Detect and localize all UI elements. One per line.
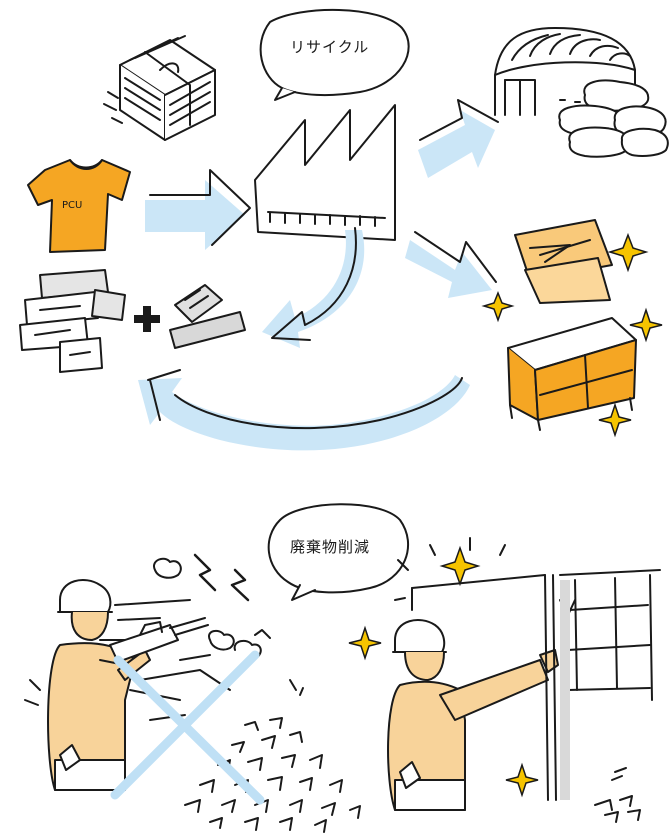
sparkle-icon (439, 545, 481, 587)
tshirt-icon (27, 159, 131, 253)
wall-shadow (560, 580, 570, 800)
sparkle-icon (481, 290, 515, 323)
recycle-speech-bubble (259, 8, 410, 101)
jackhammer-icon (109, 617, 209, 663)
building-wall-frame (411, 569, 661, 801)
sparkle-icon (348, 625, 382, 661)
arrow-to-warehouse (418, 110, 495, 178)
pointing-worker-figure (387, 619, 559, 811)
arrow-to-factory-upper (145, 180, 245, 250)
scrap-wood-icon (19, 269, 126, 373)
sparkle-icon (598, 402, 632, 438)
dust-cloud-icons (153, 557, 271, 659)
newspaper-bundle-icon (103, 35, 216, 141)
sparkle-icon (505, 762, 539, 798)
waste-reduction-bubble-label: 廃棄物削減 (290, 538, 371, 556)
arrow-from-factory-down (262, 230, 365, 348)
demolition-worker-figure (47, 579, 151, 791)
rubble-pile-icon (184, 717, 361, 833)
waste-reduction-speech-bubble (267, 503, 409, 601)
board-scraps-icon (169, 284, 246, 349)
flow-arrows (138, 110, 495, 451)
arrow-loop-back (138, 375, 470, 451)
recycled-material-sacks-icon (558, 79, 669, 158)
sparkle-icon (629, 307, 663, 343)
factory-icon (254, 104, 396, 241)
emphasis-strokes (394, 537, 506, 601)
recycle-bubble-label: リサイクル (290, 38, 370, 56)
tshirt-print-text: PCU (62, 200, 82, 211)
sparkle-icon (607, 232, 649, 273)
recycled-boards-icon (514, 219, 613, 304)
sparkle-icons (348, 232, 663, 798)
impact-lightning-icons (24, 553, 304, 706)
plus-icon (134, 306, 160, 332)
prohibited-cross-icon (110, 650, 265, 805)
arrow-to-products (405, 240, 492, 298)
small-debris-icon (594, 767, 641, 823)
recycled-cabinet-icon (507, 317, 637, 431)
